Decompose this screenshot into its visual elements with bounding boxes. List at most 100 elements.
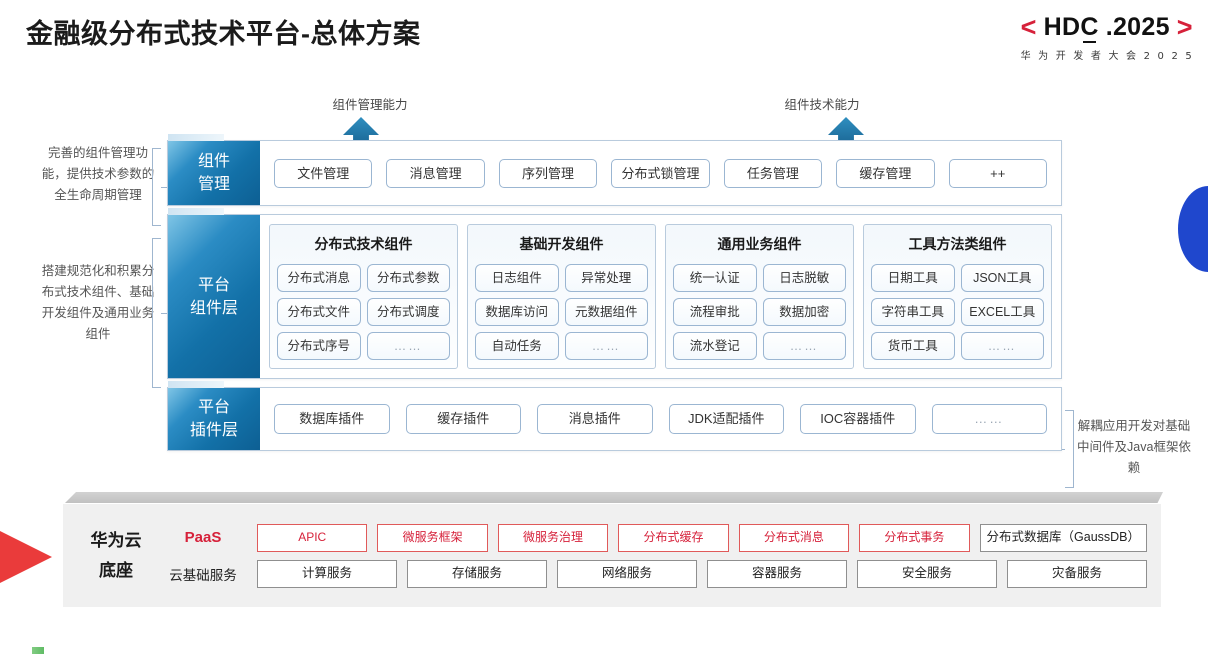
cloud-services-tag: 云基础服务: [169, 567, 237, 583]
paas-row: PaaS APIC 微服务框架 微服务治理 分布式缓存 分布式消息 分布式事务 …: [159, 523, 1148, 552]
brace-left-bottom: [152, 238, 167, 388]
chip-data-encryption[interactable]: 数据加密: [762, 298, 846, 326]
layer-component-management: 组件 管理 文件管理 消息管理 序列管理 分布式锁管理 任务管理 缓存管理 ++: [167, 134, 1062, 206]
hdc-logo-subtitle: 华 为 开 发 者 大 会 2 0 2 5: [1020, 51, 1194, 62]
chip-distributed-parameter[interactable]: 分布式参数: [366, 264, 450, 292]
chip-ioc-container-plugin[interactable]: IOC容器插件: [800, 404, 916, 434]
chip-distributed-schedule[interactable]: 分布式调度: [366, 298, 450, 326]
chip-process-approval[interactable]: 流程审批: [673, 298, 757, 326]
group-items: 统一认证 日志脱敏 流程审批 数据加密 流水登记 ……: [673, 264, 846, 360]
base-title: 华为云 底座: [73, 526, 159, 586]
chip-unified-auth[interactable]: 统一认证: [673, 264, 757, 292]
chip-auto-task[interactable]: 自动任务: [475, 332, 559, 360]
side-note-right: 解耦应用开发对基础中间件及Java框架依赖: [1077, 419, 1191, 475]
brace-right: [1059, 410, 1074, 488]
group-title: 基础开发组件: [519, 236, 604, 252]
green-corner-mark: [32, 647, 44, 654]
hdc-logo-word: HDC: [1043, 13, 1099, 43]
platform-component-groups: 分布式技术组件 分布式消息 分布式参数 分布式文件 分布式调度 分布式序号 ………: [260, 215, 1061, 378]
chip-distributed-sequence[interactable]: 分布式序号: [277, 332, 361, 360]
layer-label-line1: 平台: [197, 276, 230, 294]
chip-jdk-adapter-plugin[interactable]: JDK适配插件: [668, 404, 784, 434]
chip-log-component[interactable]: 日志组件: [475, 264, 559, 292]
chip-more[interactable]: ……: [762, 332, 846, 360]
chip-apic[interactable]: APIC: [257, 523, 368, 552]
chip-database-plugin[interactable]: 数据库插件: [274, 404, 390, 434]
chip-more[interactable]: ……: [960, 332, 1044, 360]
layer-platform-plugins: 平台 插件层 数据库插件 缓存插件 消息插件 JDK适配插件 IOC容器插件 ……: [167, 381, 1062, 451]
group-basic-development: 基础开发组件 日志组件 异常处理 数据库访问 元数据组件 自动任务 ……: [467, 224, 656, 369]
bracket-left-icon: <: [1020, 12, 1037, 42]
chip-storage-service[interactable]: 存储服务: [407, 559, 547, 588]
architecture-stack: 组件 管理 文件管理 消息管理 序列管理 分布式锁管理 任务管理 缓存管理 ++…: [167, 134, 1062, 451]
chip-message-management[interactable]: 消息管理: [386, 158, 485, 188]
group-title: 工具方法类组件: [908, 236, 1007, 252]
chip-microservice-framework[interactable]: 微服务框架: [377, 523, 488, 552]
capability-label: 组件技术能力: [784, 98, 860, 112]
platform-plugin-items: 数据库插件 缓存插件 消息插件 JDK适配插件 IOC容器插件 ……: [260, 388, 1061, 450]
paas-tag: PaaS: [184, 529, 222, 546]
chip-message-plugin[interactable]: 消息插件: [537, 404, 653, 434]
chip-cache-management[interactable]: 缓存管理: [836, 158, 935, 188]
hdc-logo: < HDC .2025 > 华 为 开 发 者 大 会 2 0 2 5: [1020, 12, 1194, 63]
group-items: 日期工具 JSON工具 字符串工具 EXCEL工具 货币工具 ……: [871, 264, 1044, 360]
group-title: 分布式技术组件: [314, 236, 413, 252]
chip-distributed-message[interactable]: 分布式消息: [277, 264, 361, 292]
layer-label-line1: 平台: [197, 399, 230, 416]
chip-distributed-cache[interactable]: 分布式缓存: [618, 523, 729, 552]
chip-currency-tool[interactable]: 货币工具: [871, 332, 955, 360]
chip-exception-handling[interactable]: 异常处理: [564, 264, 648, 292]
chip-network-service[interactable]: 网络服务: [557, 559, 697, 588]
hdc-logo-year: .2025: [1105, 13, 1170, 41]
chip-disaster-recovery-service[interactable]: 灾备服务: [1007, 559, 1147, 588]
base-title-line2: 底座: [99, 560, 133, 580]
chip-more[interactable]: ++: [948, 158, 1047, 188]
layer-label-line2: 管理: [197, 176, 230, 193]
base-title-line1: 华为云: [90, 530, 142, 550]
side-note-left-top: 完善的组件管理功能，提供技术参数的全生命周期管理: [41, 146, 155, 202]
chip-database-access[interactable]: 数据库访问: [475, 298, 559, 326]
group-items: 日志组件 异常处理 数据库访问 元数据组件 自动任务 ……: [475, 264, 648, 360]
chip-security-service[interactable]: 安全服务: [857, 559, 997, 588]
chip-file-management[interactable]: 文件管理: [274, 158, 373, 188]
chip-distributed-database-gaussdb[interactable]: 分布式数据库（GaussDB）: [979, 523, 1148, 552]
capability-label: 组件管理能力: [332, 98, 408, 112]
chip-more[interactable]: ……: [564, 332, 648, 360]
group-common-business: 通用业务组件 统一认证 日志脱敏 流程审批 数据加密 流水登记 ……: [665, 224, 854, 369]
chip-excel-tool[interactable]: EXCEL工具: [960, 298, 1044, 326]
chip-metadata-component[interactable]: 元数据组件: [564, 298, 648, 326]
layer-label-line2: 组件层: [189, 299, 238, 317]
layer-label-platform-plugins: 平台 插件层: [168, 388, 260, 450]
component-management-items: 文件管理 消息管理 序列管理 分布式锁管理 任务管理 缓存管理 ++: [260, 141, 1061, 205]
chip-distributed-transaction[interactable]: 分布式事务: [859, 523, 970, 552]
chip-transaction-record[interactable]: 流水登记: [673, 332, 757, 360]
cloud-services-row: 云基础服务 计算服务 存储服务 网络服务 容器服务 安全服务 灾备服务: [159, 559, 1147, 588]
chip-container-service[interactable]: 容器服务: [707, 559, 847, 588]
chip-cache-plugin[interactable]: 缓存插件: [405, 404, 521, 434]
chip-sequence-management[interactable]: 序列管理: [498, 158, 598, 188]
chip-compute-service[interactable]: 计算服务: [257, 559, 397, 588]
chip-distributed-file[interactable]: 分布式文件: [277, 298, 361, 326]
layer-label-platform-components: 平台 组件层: [168, 215, 260, 378]
bracket-right-icon: >: [1176, 12, 1193, 42]
chip-log-masking[interactable]: 日志脱敏: [762, 264, 846, 292]
brace-left-top: [152, 148, 167, 226]
chip-more[interactable]: ……: [931, 404, 1047, 434]
chip-date-tool[interactable]: 日期工具: [871, 264, 955, 292]
chip-more[interactable]: ……: [366, 332, 450, 360]
chip-distributed-message[interactable]: 分布式消息: [738, 523, 850, 552]
group-items: 分布式消息 分布式参数 分布式文件 分布式调度 分布式序号 ……: [277, 264, 450, 360]
page-title: 金融级分布式技术平台-总体方案: [26, 19, 421, 49]
huawei-cloud-base: 华为云 底座 PaaS APIC 微服务框架 微服务治理 分布式缓存 分布式消息…: [58, 492, 1163, 610]
chip-microservice-governance[interactable]: 微服务治理: [497, 523, 609, 552]
group-tool-methods: 工具方法类组件 日期工具 JSON工具 字符串工具 EXCEL工具 货币工具 ……: [863, 224, 1052, 369]
group-title: 通用业务组件: [717, 236, 802, 252]
chip-task-management[interactable]: 任务管理: [723, 158, 823, 188]
base-slab: 华为云 底座 PaaS APIC 微服务框架 微服务治理 分布式缓存 分布式消息…: [63, 503, 1161, 607]
layer-platform-components: 平台 组件层 分布式技术组件 分布式消息 分布式参数 分布式文件 分布式调度 分…: [167, 208, 1062, 379]
side-note-left-bottom: 搭建规范化和积累分布式技术组件、基础开发组件及通用业务组件: [41, 264, 155, 341]
chip-string-tool[interactable]: 字符串工具: [871, 298, 955, 326]
chip-distributed-lock-management[interactable]: 分布式锁管理: [611, 158, 710, 188]
layer-label-component-management: 组件 管理: [168, 141, 260, 205]
chip-json-tool[interactable]: JSON工具: [960, 264, 1044, 292]
